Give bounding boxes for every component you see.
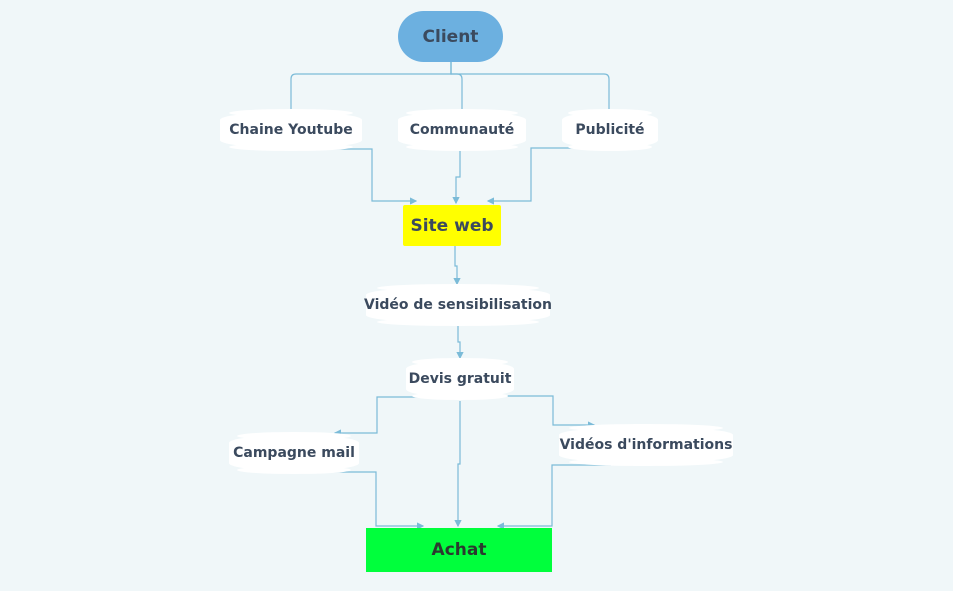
node-achat[interactable]: Achat — [366, 528, 552, 572]
node-site-web-label: Site web — [410, 215, 494, 236]
node-chaine-youtube-label: Chaine Youtube — [229, 122, 353, 138]
node-chaine-youtube[interactable]: Chaine Youtube — [220, 109, 362, 151]
node-campagne-mail-label: Campagne mail — [233, 445, 355, 461]
node-client[interactable]: Client — [398, 11, 503, 62]
node-communaute-label: Communauté — [409, 122, 515, 138]
edge-devis-mail — [333, 396, 420, 437]
edge-devis-achat — [454, 401, 462, 528]
node-campagne-mail[interactable]: Campagne mail — [229, 432, 359, 474]
edge-infos-achat — [496, 464, 611, 530]
node-publicite[interactable]: Publicité — [562, 109, 658, 151]
node-achat-label: Achat — [431, 540, 487, 560]
node-publicite-label: Publicité — [575, 122, 645, 138]
edge-client-communaute — [450, 62, 463, 112]
node-devis-gratuit[interactable]: Devis gratuit — [406, 358, 514, 400]
edge-client-publicite — [450, 62, 610, 112]
edge-communaute-siteweb — [452, 149, 461, 205]
edge-client-youtube — [290, 62, 452, 112]
node-video-sensibilisation-label: Vidéo de sensibilisation — [364, 297, 552, 313]
node-videos-informations[interactable]: Vidéos d'informations — [559, 424, 733, 466]
edge-video-devis — [456, 323, 464, 360]
node-client-label: Client — [422, 26, 479, 47]
node-videos-informations-label: Vidéos d'informations — [559, 437, 733, 453]
edge-mail-achat — [327, 471, 425, 530]
node-devis-gratuit-label: Devis gratuit — [408, 371, 512, 387]
edge-devis-infos — [506, 395, 596, 429]
node-video-sensibilisation[interactable]: Vidéo de sensibilisation — [364, 284, 552, 326]
edge-publicite-siteweb — [486, 147, 581, 205]
node-communaute[interactable]: Communauté — [398, 109, 526, 151]
edge-siteweb-video — [453, 246, 461, 286]
edge-youtube-siteweb — [322, 148, 418, 205]
node-site-web[interactable]: Site web — [403, 205, 501, 246]
